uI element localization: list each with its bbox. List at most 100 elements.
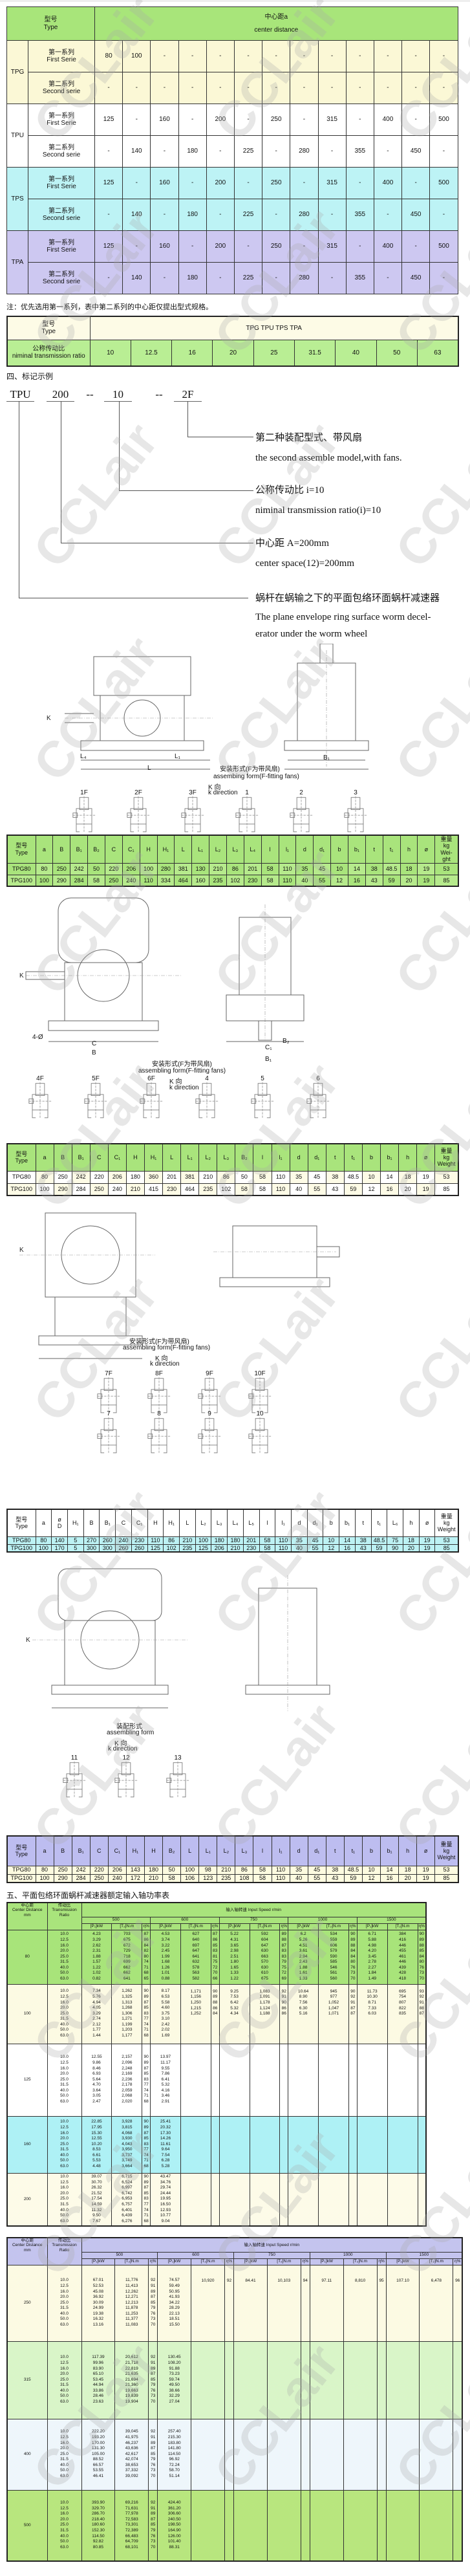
value-cell: 53 [434,862,459,875]
explanation-distance-en: center space(12)=200mm [255,558,354,569]
rating-cell: 7.34 5.76 4.94 4.05 3.29 2.74 2.12 1.77 … [81,1983,112,2044]
value-cell: 12 [361,1873,381,1883]
assembly-form-1F: 1F [71,789,97,838]
value-cell: 45 [306,1536,324,1545]
value-cell: 450 [401,199,431,231]
value-cell: 210 [144,1873,164,1883]
section4-title: 四、标记示例 [6,372,54,381]
value-cell: 206 [107,1170,127,1184]
value-cell: 100 [195,1536,212,1545]
k-direction-cn-2: K 向 [169,1078,182,1086]
value-cell: 250 [52,862,71,875]
rating-cell [233,2341,268,2419]
rating-cell: 592 604 647 630 663 570 630 610 675 [249,1929,281,1985]
subheader: [T₂]N.m [114,2258,149,2265]
assembly-form-label: 12 [122,1754,130,1762]
rating-cell: 90 89 87 85 83 77 74 71 68 [142,2172,151,2227]
value-cell: - [401,230,431,263]
rating-cell: 6.71 5.88 4.98 4.20 3.45 2.78 2.27 1.84 … [356,1929,388,1985]
value-cell: 58 [261,862,279,875]
subheader: [T₂]N.m [419,2258,454,2265]
explanation-type-en: The plane envelope ring surface worm dec… [255,612,431,622]
value-cell: - [290,40,319,72]
value-cell: - [317,199,347,231]
rating-cell: 87 86 84 82 80 74 71 68 65 [142,1929,151,1985]
assembly-caption-en-4: assembling form [107,1729,155,1736]
value-cell: - [262,72,291,104]
assembly-form-3F: 3F [180,789,206,838]
subheader: [T₂]N.m [180,1923,211,1930]
rating-cell: 22.85 17.95 15.30 12.55 10.20 8.53 6.61 … [81,2115,112,2174]
value-cell: 315 [317,167,347,199]
value-cell: - [373,199,403,231]
value-cell: 250 [53,1865,72,1875]
assembly-form-9F: 9F [197,1370,222,1419]
value-cell: 35 [289,1170,308,1184]
value-cell: 59 [382,874,401,887]
value-cell: 210 [198,1170,218,1184]
subheader: η% [142,1923,151,1930]
rating-cell [279,2115,289,2174]
gearbox-form-icon [250,1082,275,1121]
center-distance-header: 中心距a center distance [94,6,458,41]
rating-cell: 90 89 87 85 83 77 74 71 68 [142,2043,151,2117]
watermark: CCLair [384,1693,470,1859]
column-header: l [261,835,279,864]
value-cell: 98 [198,1865,218,1875]
assembly-form-5F: 5F [83,1075,109,1124]
value-cell: 140 [122,262,151,294]
value-cell: 50 [235,1170,254,1184]
tpg-drawing-3: K [19,1212,340,1359]
column-header: b [361,1835,381,1866]
column-header: l₁ [271,1143,290,1172]
column-header: H₁ [67,1509,84,1537]
rating-cell [348,2115,358,2174]
value-cell: 290 [53,1873,72,1883]
series-cell: 第一系列 First Serie [28,40,95,72]
value-cell: 125 [94,167,123,199]
value-cell: 125 [147,1544,164,1553]
column-header: L [174,835,193,864]
value-cell: - [290,104,319,136]
value-cell: 210 [209,862,227,875]
distance-header: 中心距 Center Distance mm [6,1902,48,1930]
value-cell: 58 [235,1183,254,1196]
marking-assembly: 2F [182,388,194,400]
value-cell: 200 [206,230,235,263]
value-cell: 80 [35,1865,54,1875]
value-cell: 260 [115,1544,132,1553]
value-cell: - [122,104,151,136]
value-cell: 48.5 [370,1536,388,1545]
subheader: [T₂]N.m [266,2258,301,2265]
value-cell: 260 [99,1536,116,1545]
ratio-value: 50 [376,339,418,367]
input-speed-header: 输入轴转速 Input Speed r/min [81,1902,427,1917]
value-cell: 12 [330,874,348,887]
column-header: t [365,835,383,864]
rating-cell: 6,478 [419,2264,454,2342]
rating-cell: 8,810 [343,2264,378,2342]
value-cell: - [206,40,235,72]
subheader: [T₂]N.m [387,1923,418,1930]
value-cell: 43 [325,1183,345,1196]
column-header: B [52,835,71,864]
assembly-caption-en-3: assembling form(F-fitting fans) [123,1344,211,1351]
value-cell: 19 [416,1873,436,1883]
value-cell: 80 [94,40,123,72]
value-cell: 450 [401,262,431,294]
value-cell: 143 [125,1865,145,1875]
column-header: 型号 Type [6,1509,36,1537]
distance-cell: 200 [6,2172,48,2227]
rating-cell: 92 91 89 87 85 79 76 73 70 [148,2341,158,2419]
value-cell: 55 [313,874,332,887]
model-cell: TPG100 [6,1873,36,1883]
value-cell: 180 [178,135,207,168]
value-cell: - [178,104,207,136]
value-cell: 315 [317,104,347,136]
value-cell: 5 [67,1536,84,1545]
